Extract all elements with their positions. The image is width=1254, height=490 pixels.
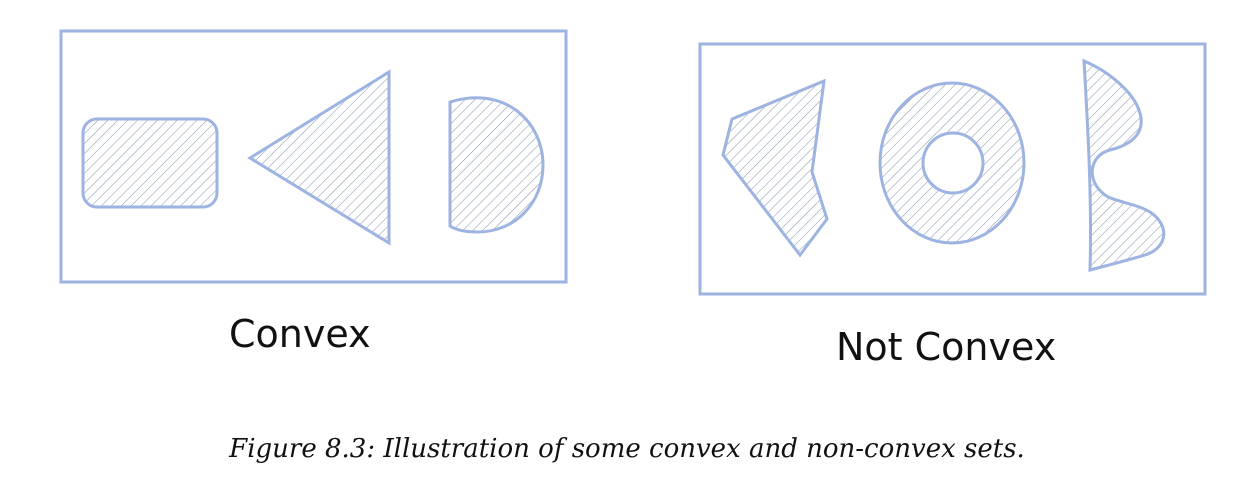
convex-half-disc	[448, 96, 545, 234]
non-convex-panel-label: Not Convex	[836, 325, 1057, 369]
convex-triangle	[247, 69, 391, 246]
non-convex-quadrilateral	[721, 78, 829, 258]
figure-caption: Figure 8.3: Illustration of some convex …	[229, 434, 1025, 464]
convex-rounded-rectangle	[81, 117, 219, 209]
non-convex-wavy-blob	[1082, 58, 1166, 272]
convex-panel-frame	[59, 29, 568, 284]
convex-panel-label: Convex	[229, 312, 371, 356]
non-convex-panel-frame	[698, 42, 1207, 296]
convex-panel	[59, 29, 568, 284]
non-convex-annulus	[878, 81, 1026, 245]
non-convex-panel	[698, 42, 1207, 296]
